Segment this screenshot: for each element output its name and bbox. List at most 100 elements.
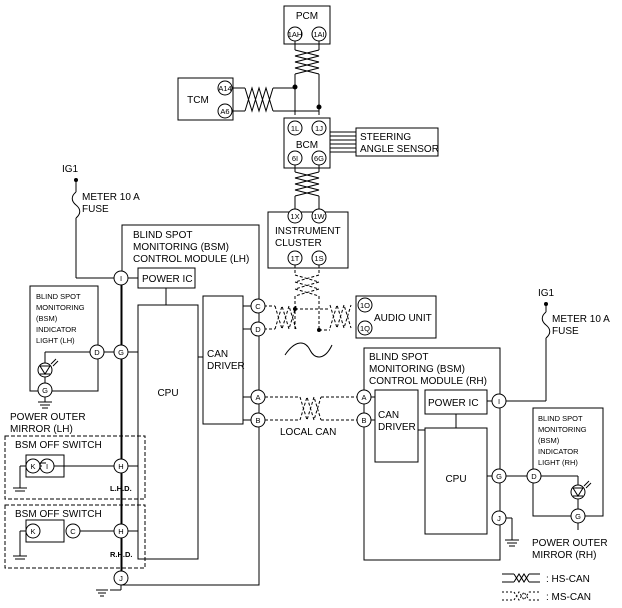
pin-1o: 1O [360, 301, 370, 310]
steering-label-1: STEERING [360, 132, 411, 143]
pin-6g: 6G [314, 154, 324, 163]
can-driver-rh-label-1: CAN [378, 410, 399, 421]
bsm-lh-title-1: BLIND SPOT [133, 230, 192, 241]
indicator-rh: BLIND SPOT MONITORING (BSM) INDICATOR LI… [526, 407, 604, 524]
pin-sw1-i: I [46, 462, 48, 471]
steering-label-2: ANGLE SENSOR [360, 144, 439, 155]
local-can-label: LOCAL CAN [280, 427, 336, 438]
pin-1ah: 1AH [288, 30, 303, 39]
hs-can-steering [330, 131, 356, 153]
pin-lh-c: C [255, 302, 261, 311]
cluster-label-1: INSTRUMENT [275, 226, 341, 237]
cpu-lh [137, 304, 199, 560]
legend-ms-can-label: : MS-CAN [546, 592, 591, 603]
pin-rhind-g: G [575, 512, 581, 521]
indicator-lh-label-3: (BSM) [36, 314, 58, 323]
local-can-bus [265, 395, 357, 422]
bsm-module-lh: BLIND SPOT MONITORING (BSM) CONTROL MODU… [113, 224, 266, 586]
mirror-lh-label-1: POWER OUTER [10, 412, 86, 423]
hs-can-tcm [232, 86, 319, 113]
pin-rh-i: I [498, 397, 500, 406]
pin-lh-a: A [255, 393, 260, 402]
pin-sw2-c: C [70, 527, 76, 536]
can-driver-rh [374, 389, 419, 463]
steering-angle-sensor: STEERING ANGLE SENSOR [355, 127, 439, 157]
fuse-rh-label-1: METER 10 A [552, 314, 610, 325]
led-lh-icon [37, 358, 59, 378]
ground-lh-j [96, 589, 121, 597]
ig1-lh-supply: IG1 METER 10 A FUSE [62, 164, 140, 279]
pcm-module: PCM 1AH 1AI [283, 5, 331, 45]
mirror-rh-label-1: POWER OUTER [532, 538, 608, 549]
pcm-label: PCM [296, 11, 318, 22]
pin-a6: A6 [220, 107, 229, 116]
pin-1l: 1L [291, 124, 299, 133]
pin-lhind-d: D [94, 348, 100, 357]
ms-can-cluster [293, 265, 321, 330]
pin-1q: 1Q [360, 324, 370, 333]
indicator-rh-label-2: MONITORING [538, 425, 587, 434]
tcm-label: TCM [187, 95, 209, 106]
cluster-label-2: CLUSTER [275, 238, 322, 249]
bcm-module: 1L 1J BCM 6I 6G [283, 117, 331, 169]
mirror-lh-label-2: MIRROR (LH) [10, 424, 73, 435]
pin-lh-h1: H [118, 462, 123, 471]
indicator-lh-label-1: BLIND SPOT [36, 292, 81, 301]
tcm-module: TCM A14 A6 [177, 77, 234, 121]
pin-1ai: 1AI [313, 30, 324, 39]
ms-can-audio [295, 303, 352, 331]
bcm-label: BCM [296, 140, 318, 151]
indicator-lh-wiring [38, 351, 114, 409]
led-rh-icon [570, 480, 592, 500]
fuse-lh-label-1: METER 10 A [82, 192, 140, 203]
bsm-rh-internal [371, 396, 519, 547]
indicator-lh-label-4: INDICATOR [36, 325, 77, 334]
pin-1x: 1X [290, 212, 299, 221]
can-driver-lh-label-2: DRIVER [207, 361, 245, 372]
pin-1t: 1T [291, 254, 300, 263]
can-driver-lh-label-1: CAN [207, 349, 228, 360]
indicator-rh-label-5: LIGHT (RH) [538, 458, 578, 467]
hs-can-bcm-cluster [294, 165, 320, 210]
bsm-rh-title-2: MONITORING (BSM) [369, 364, 465, 375]
pin-1s: 1S [314, 254, 323, 263]
bsm-lh-title-2: MONITORING (BSM) [133, 242, 229, 253]
pin-sw2-k: K [30, 527, 35, 536]
ig1-rh-supply: IG1 METER 10 A FUSE [506, 288, 610, 402]
audio-label: AUDIO UNIT [374, 313, 432, 324]
pin-rh-b: B [361, 416, 366, 425]
pin-rh-j: J [497, 514, 501, 523]
indicator-rh-wiring [506, 475, 579, 530]
bsm-off-switch-lhd: BSM OFF SWITCH K I L.H.D. [4, 435, 146, 500]
pin-1j: 1J [315, 124, 323, 133]
bsm-lh-title-3: CONTROL MODULE (LH) [133, 254, 249, 265]
fuse-lh-icon [71, 191, 81, 219]
wave-symbol [284, 342, 333, 358]
can-driver-rh-label-2: DRIVER [378, 422, 416, 433]
indicator-lh-label-2: MONITORING [36, 303, 85, 312]
bsm-lh-internal [120, 277, 251, 590]
indicator-lh-label-5: LIGHT (LH) [36, 336, 75, 345]
legend-ms-can-symbol [502, 591, 540, 601]
audio-unit: 1O 1Q AUDIO UNIT [355, 295, 437, 339]
bsm-module-rh: BLIND SPOT MONITORING (BSM) CONTROL MODU… [356, 347, 507, 561]
pin-lh-d: D [255, 325, 261, 334]
instrument-cluster: 1X 1W INSTRUMENT CLUSTER 1T 1S [267, 208, 349, 269]
indicator-rh-label-3: (BSM) [538, 436, 560, 445]
switch-lhd-title: BSM OFF SWITCH [15, 440, 102, 451]
pin-lh-i: I [120, 274, 122, 283]
legend: : HS-CAN : MS-CAN [502, 573, 591, 603]
switch-rhd-title: BSM OFF SWITCH [15, 509, 102, 520]
pin-a14: A14 [218, 84, 231, 93]
ig1-lh-label: IG1 [62, 164, 79, 175]
bsm-rh-title-3: CONTROL MODULE (RH) [369, 376, 487, 387]
legend-hs-can-label: : HS-CAN [546, 574, 590, 585]
pin-lhind-g: G [42, 386, 48, 395]
can-driver-lh [202, 295, 244, 425]
legend-hs-can-symbol [502, 573, 540, 583]
pin-lh-j: J [119, 574, 123, 583]
pin-lh-h2: H [118, 527, 123, 536]
cpu-rh-label: CPU [445, 474, 466, 485]
bsm-off-switch-rhd: BSM OFF SWITCH K C R.H.D. [4, 504, 146, 569]
